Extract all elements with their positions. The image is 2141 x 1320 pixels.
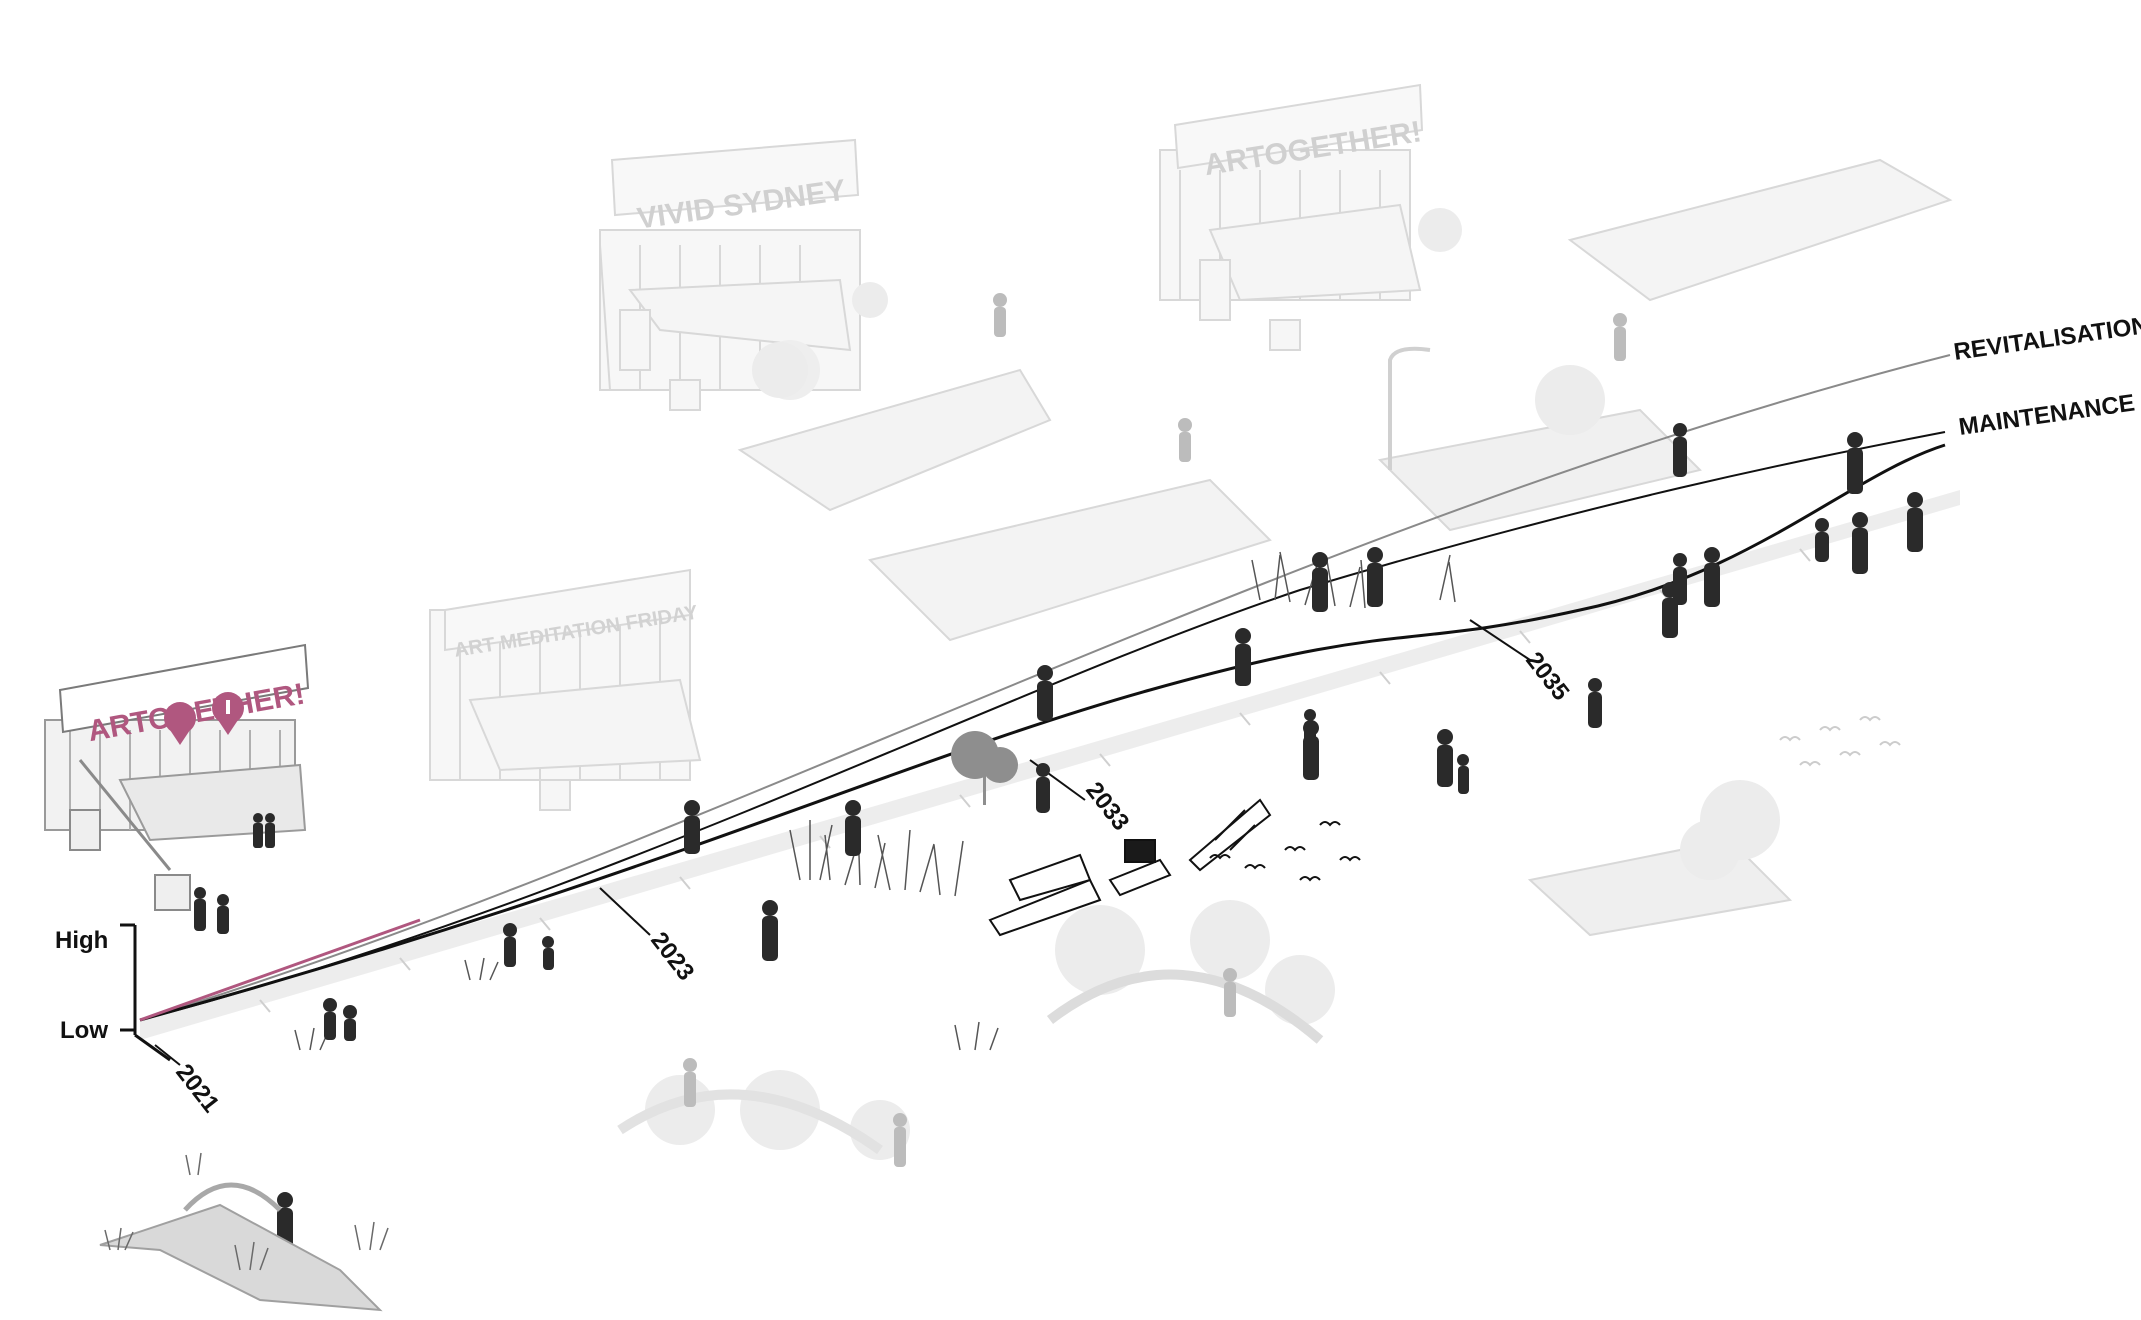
background-scenes: VIVID SYDNEY ART MEDITATION FRIDAY ARTOG… <box>430 85 1950 1160</box>
scale-low-label: Low <box>60 1017 108 1044</box>
person-figure <box>1852 512 1868 574</box>
person-figure <box>265 813 275 848</box>
person-figure <box>1588 678 1602 728</box>
person-figure <box>323 998 337 1040</box>
person-figure <box>1847 432 1863 494</box>
year-2023-label: 2023 <box>645 927 699 986</box>
billboard-art-meditation: ART MEDITATION FRIDAY <box>430 570 700 810</box>
garden-bed-top-right <box>1570 160 1950 300</box>
person-figure <box>1235 628 1251 686</box>
scale-high-label: High <box>55 927 108 954</box>
person-figure <box>1304 709 1316 751</box>
person-figure <box>1907 492 1923 552</box>
person-figure <box>1673 423 1687 477</box>
person-figure <box>542 936 554 970</box>
person-figure <box>684 800 700 854</box>
person-figure <box>1457 754 1469 794</box>
person-figure <box>845 800 861 856</box>
person-figure <box>1673 553 1687 605</box>
billboard-artogether-ghost: ARTOGETHER! <box>1160 85 1424 350</box>
garden-bed-middle <box>870 480 1270 640</box>
year-2035-label: 2035 <box>1520 647 1574 706</box>
revitalisation-label: REVITALISATION <box>1952 312 2141 366</box>
person-figure <box>1704 547 1720 607</box>
billboard-artogether-main: ARTOGETHER! <box>45 645 308 910</box>
person-figure <box>762 900 778 961</box>
person-figure <box>253 813 263 848</box>
person-figure <box>1312 552 1328 612</box>
footbridge-scene <box>100 1153 388 1310</box>
year-2033-label: 2033 <box>1080 777 1134 836</box>
year-2021-label: 2021 <box>170 1059 224 1118</box>
scale-axis <box>120 925 170 1060</box>
person-figure <box>217 894 229 934</box>
person-figure <box>194 887 206 931</box>
person-figure <box>1036 763 1050 813</box>
person-figure <box>503 923 517 967</box>
billboard-vivid-sydney: VIVID SYDNEY <box>600 140 1050 510</box>
person-figure <box>343 1005 357 1041</box>
ghost-birds <box>1780 717 1900 765</box>
person-figure <box>1815 518 1829 562</box>
person-figure <box>1437 729 1453 787</box>
planting-bed <box>1380 410 1700 530</box>
person-figure <box>1367 547 1383 607</box>
person-figure <box>1037 665 1053 721</box>
maintenance-label: MAINTENANCE <box>1957 390 2136 441</box>
